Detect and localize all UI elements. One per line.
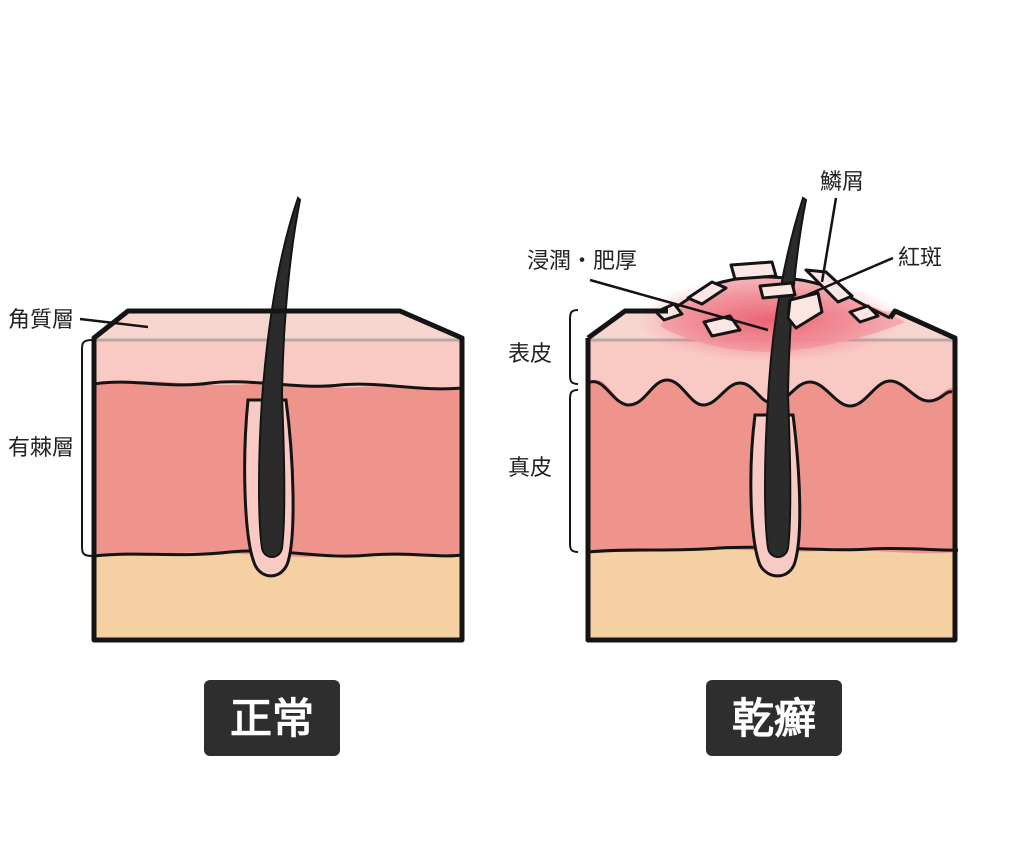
corneum-pointer-line [79,317,149,329]
dermis-bracket [569,389,579,553]
label-spinous-layer: 有棘層 [8,436,74,461]
normal-block-outline [91,308,465,643]
normal-caption-box [204,680,340,756]
label-infiltration: 浸潤・肥厚 [527,249,637,274]
label-dermis: 真皮 [508,456,552,481]
hair-shaft [258,196,302,558]
label-erythema: 紅斑 [898,246,942,271]
infiltration-pointer-line [589,278,769,332]
epidermis-bracket [569,309,579,385]
normal-caption: 正常 [230,694,314,743]
psoriasis-caption-box [706,680,842,756]
label-scale: 鱗屑 [820,170,864,195]
label-epidermis: 表皮 [508,342,552,367]
psoriasis-caption: 乾癬 [732,694,816,743]
normal-skin-block [91,196,465,643]
hair-shaft [764,196,808,558]
erythema-pointer-line [799,256,894,300]
spinous-bracket [81,339,93,557]
psoriasis-skin-block [585,196,959,643]
label-stratum-corneum: 角質層 [8,308,74,333]
scale-pointer-line [820,197,838,283]
psoriasis-block-outline [585,308,958,643]
